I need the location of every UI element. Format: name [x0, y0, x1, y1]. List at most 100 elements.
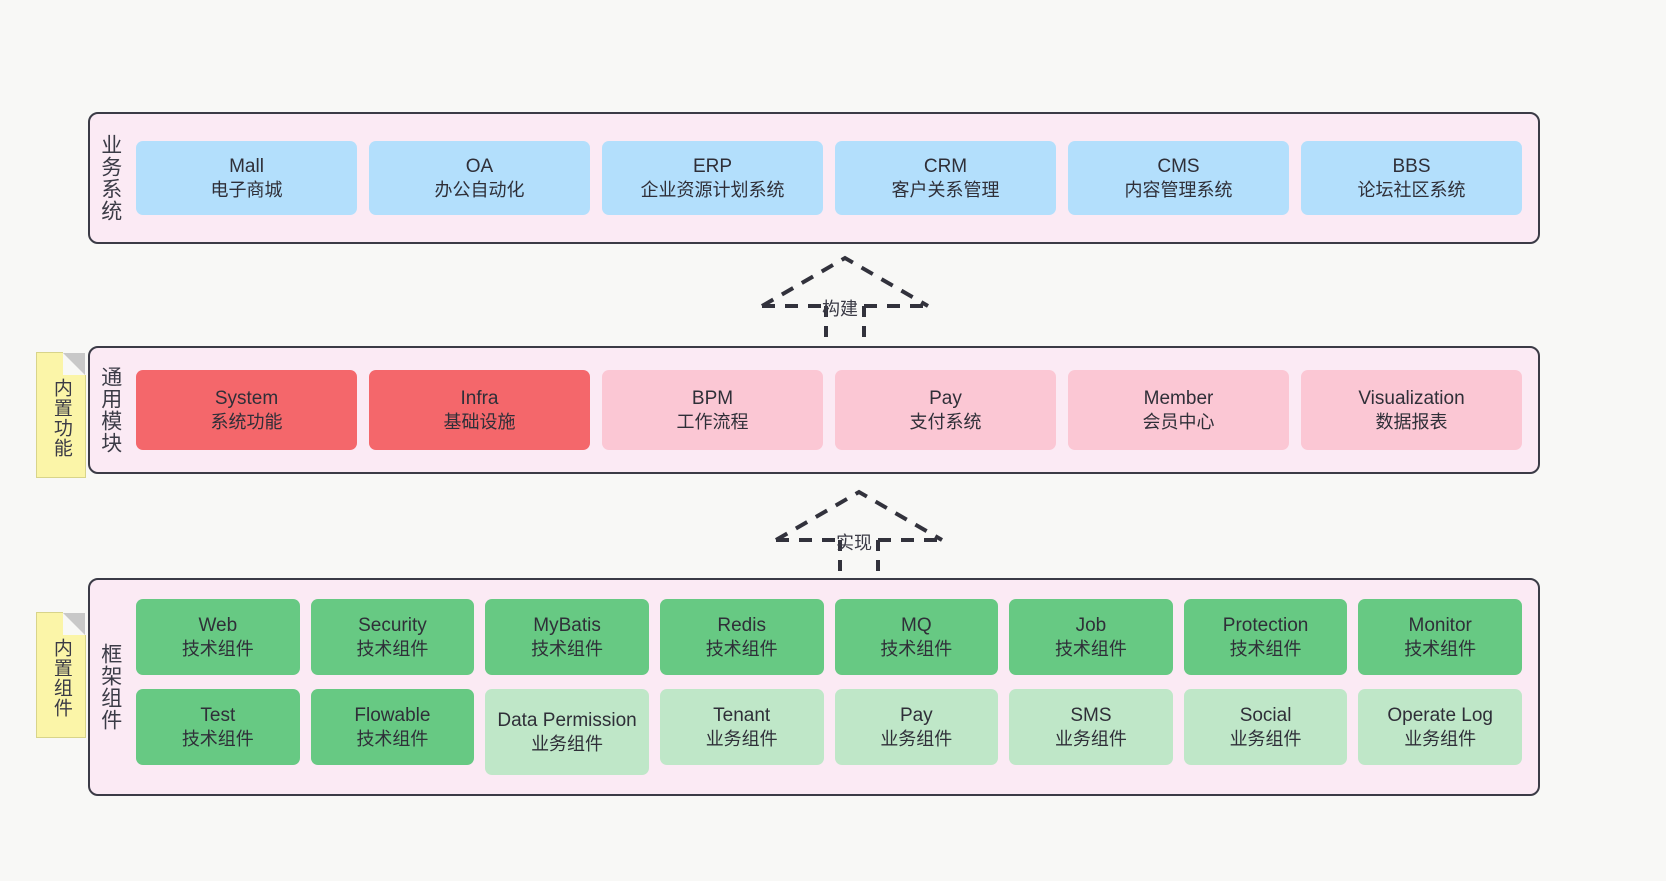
node-title: MyBatis: [533, 614, 601, 636]
node-title: BPM: [691, 387, 734, 409]
node-title: BBS: [1392, 155, 1431, 177]
note-builtin-function-label: 内置功能: [50, 378, 72, 458]
node-subtitle: 业务组件: [531, 733, 604, 754]
node-title: Web: [198, 614, 238, 636]
node-title: Security: [358, 614, 427, 636]
node-title: Monitor: [1408, 614, 1472, 636]
node-subtitle: 系统功能: [210, 411, 283, 432]
node-subtitle: 办公自动化: [434, 179, 525, 200]
node-subtitle: 技术组件: [705, 638, 778, 659]
node-subtitle: 工作流程: [676, 411, 749, 432]
node-title: Visualization: [1358, 387, 1465, 409]
node-subtitle: 论坛社区系统: [1357, 179, 1466, 200]
node-title: Tenant: [713, 704, 771, 726]
node-subtitle: 业务组件: [880, 728, 953, 749]
node-subtitle: 业务组件: [1229, 728, 1302, 749]
note-builtin-component-label: 内置组件: [50, 638, 72, 718]
node-title: Redis: [717, 614, 766, 636]
node-subtitle: 企业资源计划系统: [640, 179, 785, 200]
node-title: Pay: [899, 704, 933, 726]
node-subtitle: 支付系统: [909, 411, 982, 432]
node-subtitle: 客户关系管理: [891, 179, 1000, 200]
node-title: SMS: [1070, 704, 1112, 726]
connector-implement-label: 实现: [836, 533, 872, 553]
panel-title-framework-component: 框架组件: [98, 643, 122, 731]
node-subtitle: 业务组件: [705, 728, 778, 749]
node-title: Job: [1075, 614, 1107, 636]
node-title: Member: [1143, 387, 1214, 409]
node-title: CMS: [1157, 155, 1200, 177]
node-title: Infra: [460, 387, 499, 409]
node-title: Mall: [229, 155, 264, 177]
node-subtitle: 技术组件: [531, 638, 604, 659]
node-subtitle: 技术组件: [1054, 638, 1127, 659]
node-subtitle: 技术组件: [1229, 638, 1302, 659]
node-subtitle: 业务组件: [1054, 728, 1127, 749]
panel-title-common-module: 通用模块: [98, 366, 122, 454]
node-subtitle: 技术组件: [356, 638, 429, 659]
node-subtitle: 数据报表: [1375, 411, 1448, 432]
node-title: Pay: [929, 387, 962, 409]
node-title: CRM: [923, 155, 968, 177]
node-title: Flowable: [354, 704, 431, 726]
node-subtitle: 技术组件: [1404, 638, 1477, 659]
node-title: OA: [465, 155, 494, 177]
node-title: ERP: [692, 155, 733, 177]
node-subtitle: 电子商城: [210, 179, 283, 200]
node-subtitle: 技术组件: [356, 728, 429, 749]
node-title: MQ: [901, 614, 932, 636]
node-subtitle: 内容管理系统: [1124, 179, 1233, 200]
node-title: Operate Log: [1387, 704, 1493, 726]
node-title: Protection: [1222, 614, 1309, 636]
node-title: Test: [200, 704, 236, 726]
node-title: System: [214, 387, 279, 409]
note-builtin-function: 内置功能: [36, 352, 86, 478]
node-subtitle: 基础设施: [443, 411, 516, 432]
node-subtitle: 会员中心: [1142, 411, 1215, 432]
note-builtin-component: 内置组件: [36, 612, 86, 738]
node-title: Data Permission: [497, 709, 637, 731]
node-subtitle: 技术组件: [181, 638, 254, 659]
panel-title-business-system: 业务系统: [98, 134, 122, 222]
node-subtitle: 技术组件: [880, 638, 953, 659]
node-subtitle: 业务组件: [1404, 728, 1477, 749]
connector-build-label: 构建: [822, 299, 858, 319]
